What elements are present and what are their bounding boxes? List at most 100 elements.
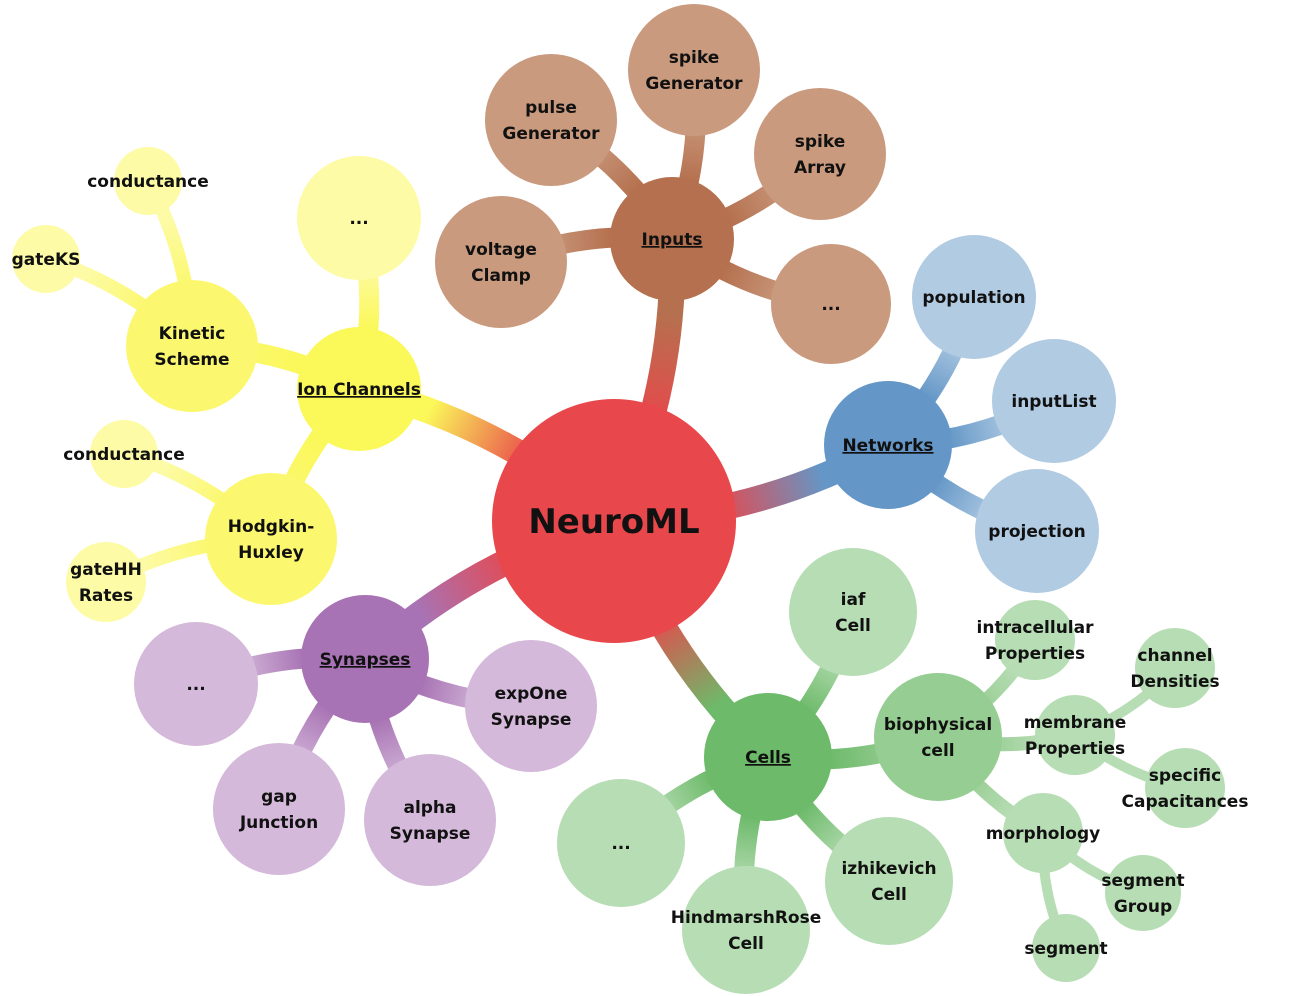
node-hh-conductance-label: conductance [63,445,185,465]
node-morphology-bubble [1003,793,1083,873]
node-gate-hh-rates-label: gateHH [70,560,142,580]
node-alpha-synapse-bubble [364,754,496,886]
node-kinetic-scheme-bubble [126,280,258,412]
node-biophysical-cell-label: cell [921,741,954,761]
node-membrane-properties-label: membrane [1024,713,1127,733]
node-input-list[interactable]: inputList [992,339,1116,463]
node-synapses[interactable]: Synapses [301,595,429,723]
node-inputs-more-bubble [771,244,891,364]
node-ion-channels-label: Ion Channels [297,380,421,400]
node-inputs-more[interactable]: ... [771,244,891,364]
node-gap-junction-bubble [213,743,345,875]
node-hodgkin-huxley[interactable]: Hodgkin- Huxley [205,473,337,605]
node-segment[interactable]: segment [1024,914,1108,982]
node-voltage-clamp-bubble [435,196,567,328]
node-spike-array-bubble [754,88,886,220]
node-iaf-cell-label: iaf [841,590,866,610]
node-hodgkin-huxley-bubble [205,473,337,605]
node-projection[interactable]: projection [975,469,1099,593]
node-inputs-more-label: ... [821,295,840,315]
node-ion-more[interactable]: ... [297,156,421,280]
node-membrane-properties-label: Properties [1025,739,1125,759]
node-alpha-synapse-label: alpha [403,798,456,818]
node-population-bubble [912,235,1036,359]
node-hodgkin-huxley-label: Hodgkin- [228,517,315,537]
node-ion-channels-bubble [297,327,421,451]
node-gate-hh-rates-label: Rates [79,586,133,606]
node-membrane-properties-bubble [1035,695,1115,775]
node-biophysical-cell[interactable]: biophysical cell [874,673,1002,801]
node-cells-label: Cells [745,748,791,768]
node-ion-more-bubble [297,156,421,280]
node-cells-bubble [704,693,832,821]
node-kinetic-scheme-label: Scheme [154,350,229,370]
node-gap-junction-label: Junction [239,813,318,833]
node-cells-more[interactable]: ... [557,779,685,907]
node-spike-array-label: Array [794,158,846,178]
node-exp-one-synapse-bubble [465,640,597,772]
node-ks-conductance[interactable]: conductance [87,147,209,215]
node-hindmarsh-rose-cell-label: Cell [728,934,764,954]
node-cells-more-bubble [557,779,685,907]
node-gate-hh-rates[interactable]: gateHH Rates [66,542,146,622]
node-synapses-label: Synapses [320,650,411,670]
node-population[interactable]: population [912,235,1036,359]
node-pulse-generator-bubble [485,54,617,186]
node-intracellular-properties-label: Properties [985,644,1085,664]
node-networks[interactable]: Networks [824,381,952,509]
node-segment-group-label: Group [1114,897,1172,917]
node-root[interactable]: NeuroML [492,399,736,643]
node-syn-more-label: ... [186,675,205,695]
node-specific-capacitances-bubble [1145,748,1225,828]
node-morphology-label: morphology [986,824,1100,844]
node-morphology[interactable]: morphology [986,793,1100,873]
node-gap-junction-label: gap [261,787,297,807]
node-segment-label: segment [1024,939,1107,959]
node-cells[interactable]: Cells [704,693,832,821]
node-gate-ks-bubble [12,225,80,293]
node-specific-capacitances-label: Capacitances [1122,792,1249,812]
node-networks-bubble [824,381,952,509]
node-exp-one-synapse-label: expOne [495,684,568,704]
node-gate-ks-label: gateKS [12,250,81,270]
node-hh-conductance[interactable]: conductance [63,420,185,488]
node-population-label: population [922,288,1025,308]
node-ion-channels[interactable]: Ion Channels [297,327,421,451]
node-channel-densities-label: Densities [1130,672,1219,692]
node-hodgkin-huxley-label: Huxley [238,543,304,563]
node-projection-bubble [975,469,1099,593]
node-inputs-bubble [610,177,734,301]
node-biophysical-cell-label: biophysical [884,715,992,735]
node-inputs[interactable]: Inputs [610,177,734,301]
node-spike-generator-label: Generator [645,74,743,94]
node-gate-ks[interactable]: gateKS [12,225,81,293]
node-spike-generator-label: spike [669,48,720,68]
node-ks-conductance-label: conductance [87,172,209,192]
node-root-label: NeuroML [528,502,699,542]
node-segment-group-bubble [1105,855,1181,931]
node-channel-densities-bubble [1135,628,1215,708]
node-segment-bubble [1032,914,1100,982]
node-intracellular-properties-label: intracellular [977,618,1095,638]
node-alpha-synapse-label: Synapse [390,824,471,844]
node-exp-one-synapse-label: Synapse [491,710,572,730]
node-syn-more[interactable]: ... [134,622,258,746]
node-iaf-cell-bubble [789,548,917,676]
